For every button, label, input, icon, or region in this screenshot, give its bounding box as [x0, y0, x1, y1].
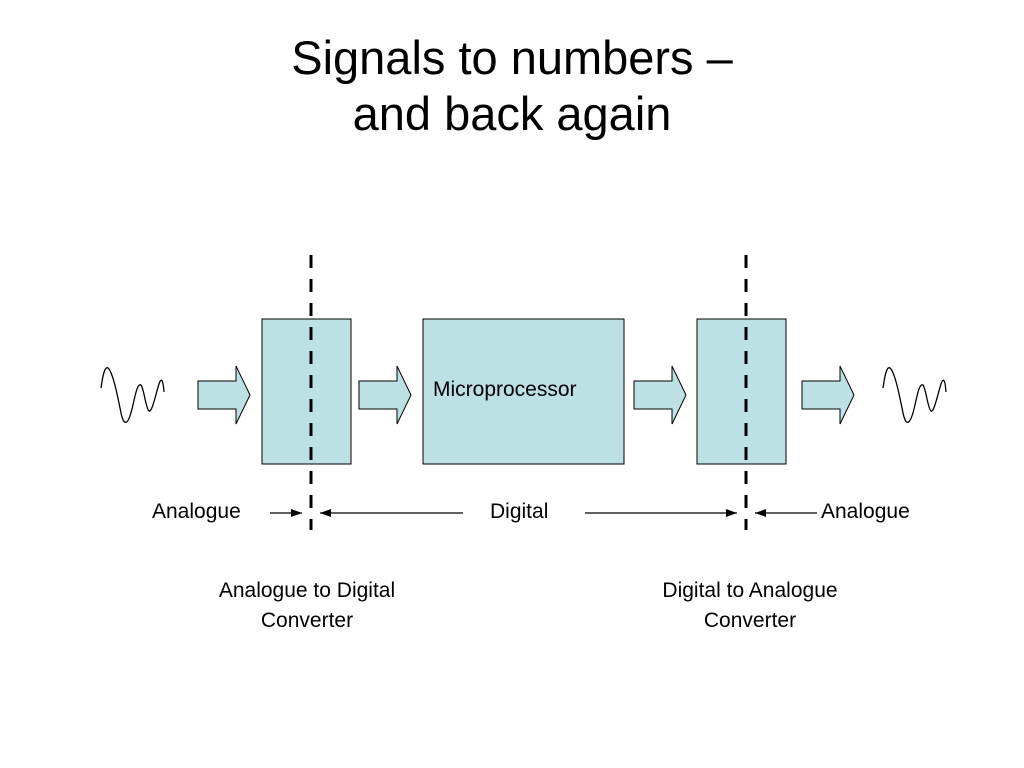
block-arrow-2	[358, 365, 412, 425]
slide-title: Signals to numbers – and back again	[0, 30, 1024, 142]
adc-caption-line-1: Analogue to Digital	[218, 579, 396, 602]
analogue-right-label: Analogue	[821, 500, 910, 523]
output-analogue-wave	[882, 367, 947, 423]
dac-caption-line-2: Converter	[703, 609, 797, 632]
adc-caption: Analogue to Digital Converter	[157, 576, 457, 636]
dac-caption: Digital to Analogue Converter	[600, 576, 900, 636]
microprocessor-label: Microprocessor	[433, 378, 577, 401]
input-analogue-wave	[100, 367, 165, 423]
block-arrow-1	[197, 365, 251, 425]
analogue-left-label: Analogue	[152, 500, 241, 523]
block-arrow-3	[633, 365, 687, 425]
title-line-1: Signals to numbers –	[291, 31, 733, 84]
title-line-2: and back again	[352, 87, 672, 140]
digital-label: Digital	[490, 500, 549, 523]
dac-block	[696, 318, 787, 465]
block-arrow-4	[801, 365, 855, 425]
microprocessor-block	[422, 318, 625, 465]
adc-caption-line-2: Converter	[260, 609, 354, 632]
adc-block	[261, 318, 352, 465]
dac-caption-line-1: Digital to Analogue	[662, 579, 838, 602]
